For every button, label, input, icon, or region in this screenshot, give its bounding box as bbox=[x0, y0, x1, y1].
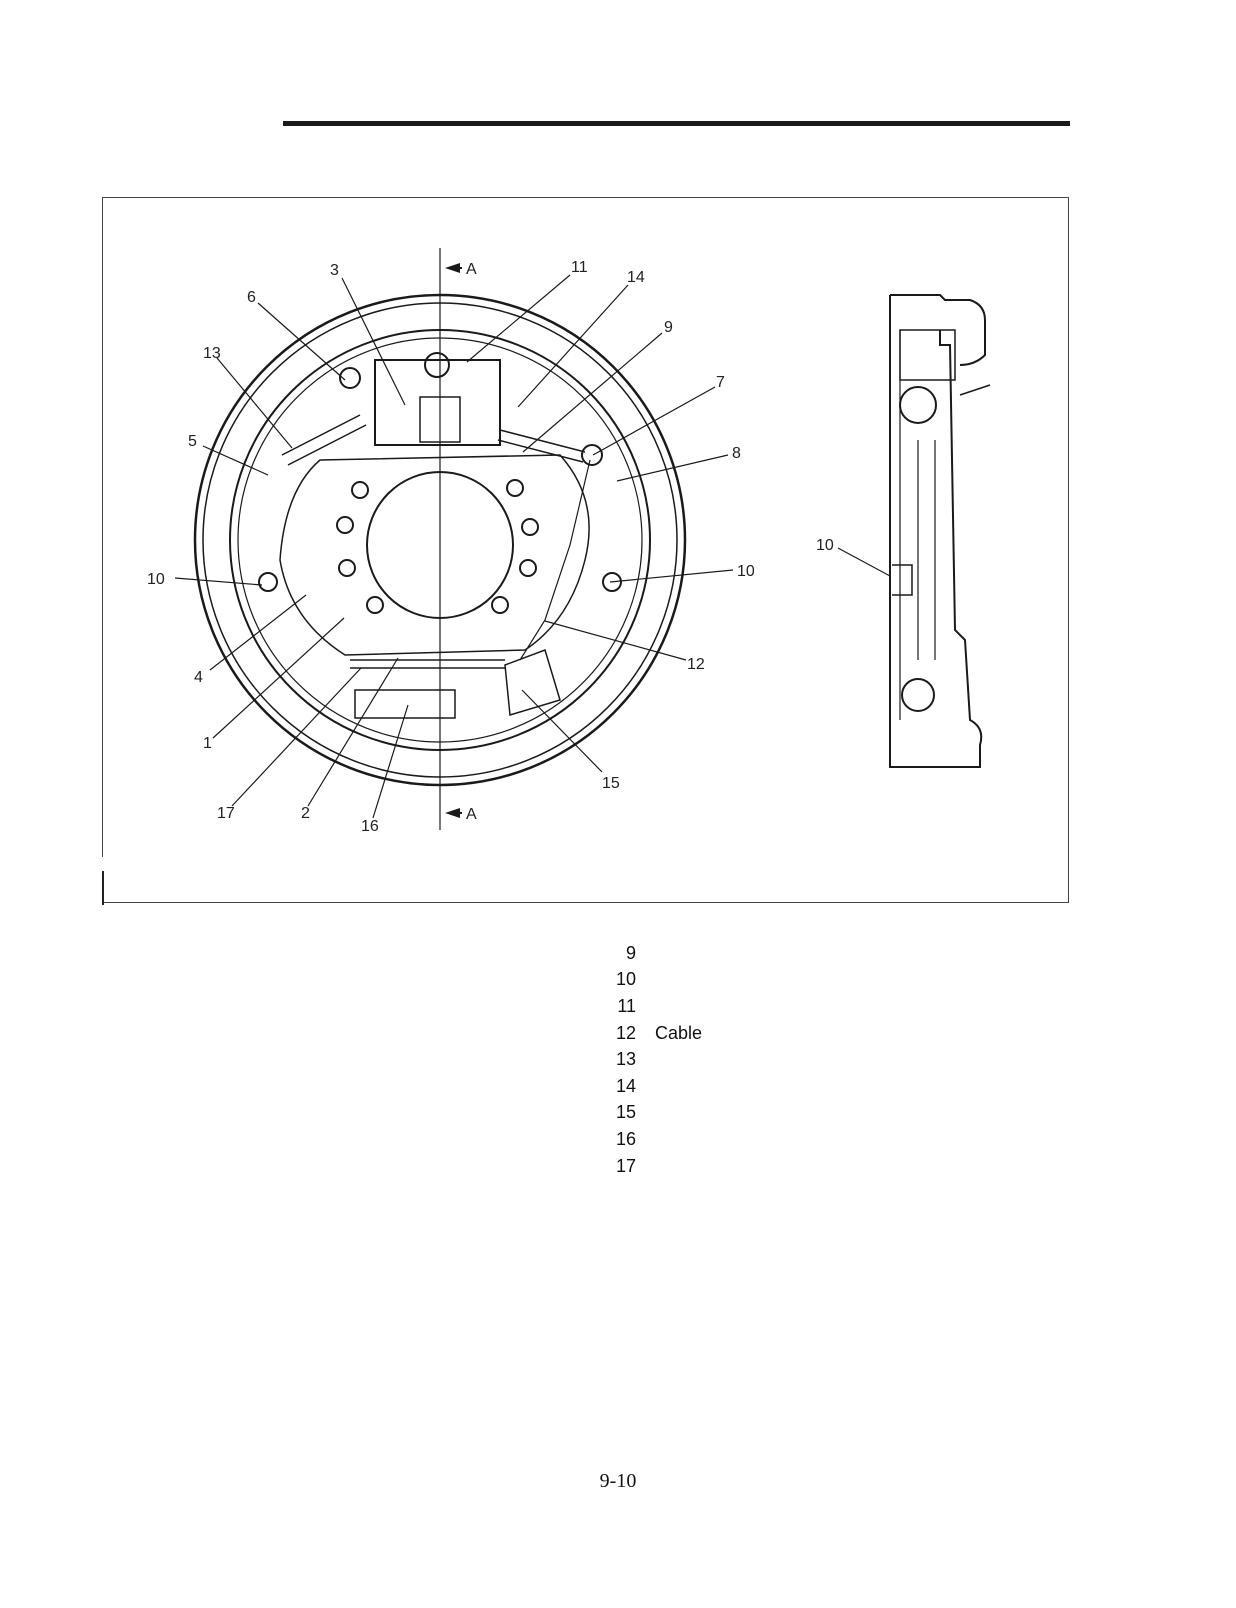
anchor-pivot bbox=[339, 367, 361, 389]
return-spring-lower bbox=[350, 659, 505, 669]
callout-4: 4 bbox=[194, 669, 203, 686]
legend-row: 9 bbox=[600, 940, 1000, 967]
callout-15: 15 bbox=[602, 775, 620, 792]
legend-row: 10 bbox=[600, 967, 1000, 994]
callout-2: 2 bbox=[301, 805, 310, 822]
figure-frame-left-edge-lower bbox=[102, 871, 104, 905]
side-drum-profile bbox=[889, 295, 983, 768]
parking-cable bbox=[519, 459, 591, 661]
legend-row: 15 bbox=[600, 1100, 1000, 1127]
callout-14: 14 bbox=[627, 269, 645, 286]
bolt-hole bbox=[351, 481, 369, 499]
side-adjuster bbox=[901, 678, 935, 712]
legend-number: 13 bbox=[615, 1049, 636, 1070]
legend-number: 11 bbox=[617, 995, 636, 1016]
callout-6: 6 bbox=[247, 289, 256, 306]
legend-row: 14 bbox=[600, 1073, 1000, 1100]
backing-plate bbox=[279, 454, 590, 656]
front-view bbox=[193, 248, 687, 830]
adjusting-lever bbox=[497, 429, 586, 463]
legend-row: 12 Cable bbox=[600, 1020, 1000, 1047]
header-rule bbox=[283, 121, 1070, 126]
callout-11: 11 bbox=[571, 259, 588, 276]
bolt-hole bbox=[336, 516, 354, 534]
callout-1: 1 bbox=[203, 735, 212, 752]
page-number: 9-10 bbox=[599, 1470, 637, 1492]
bolt-hole bbox=[491, 596, 509, 614]
adjuster-strut bbox=[354, 689, 456, 719]
callout-10-side: 10 bbox=[816, 537, 834, 554]
leader-lines bbox=[174, 274, 891, 819]
callout-10-left: 10 bbox=[147, 571, 165, 588]
callout-8: 8 bbox=[732, 445, 741, 462]
hold-down-pin-right bbox=[602, 572, 622, 592]
legend-row: 17 bbox=[600, 1153, 1000, 1180]
bolt-hole bbox=[519, 559, 537, 577]
legend-number: 12 bbox=[615, 1022, 636, 1043]
legend-row: 16 bbox=[600, 1126, 1000, 1153]
legend-description: Cable bbox=[655, 1022, 703, 1043]
bolt-hole bbox=[338, 559, 356, 577]
bolt-hole bbox=[506, 479, 524, 497]
hold-down-pin-left bbox=[258, 572, 278, 592]
side-bleeder-screw bbox=[959, 384, 991, 396]
legend-number: 14 bbox=[615, 1075, 636, 1096]
parts-legend: 9 10 11 12 Cable 13 14 15 16 17 bbox=[600, 940, 1000, 1179]
anchor-pin bbox=[424, 352, 450, 378]
bolt-hole bbox=[521, 518, 539, 536]
side-hold-down-spring bbox=[892, 564, 913, 596]
side-drum-top bbox=[890, 294, 986, 366]
figure-frame-left-edge bbox=[102, 197, 103, 857]
wheel-cylinder bbox=[374, 359, 501, 446]
side-view-section-a bbox=[889, 294, 991, 768]
side-bleeder-housing bbox=[899, 329, 956, 381]
callout-labels: 3 6 13 5 10 4 1 17 2 16 A A 11 14 9 7 8 … bbox=[147, 259, 834, 835]
legend-row: 13 bbox=[600, 1046, 1000, 1073]
callout-12: 12 bbox=[687, 656, 705, 673]
callout-7: 7 bbox=[716, 374, 725, 391]
legend-number: 9 bbox=[625, 942, 636, 963]
callout-13: 13 bbox=[203, 345, 221, 362]
section-marker-top: A bbox=[466, 261, 477, 278]
callout-5: 5 bbox=[188, 433, 197, 450]
return-spring-upper bbox=[281, 414, 367, 466]
callout-9: 9 bbox=[664, 319, 673, 336]
callout-10-right: 10 bbox=[737, 563, 755, 580]
legend-row: 11 bbox=[600, 993, 1000, 1020]
callout-3: 3 bbox=[330, 262, 339, 279]
callout-17: 17 bbox=[217, 805, 235, 822]
bolt-hole bbox=[366, 596, 384, 614]
figure-frame bbox=[102, 197, 1069, 903]
legend-number: 10 bbox=[615, 969, 636, 990]
callout-16: 16 bbox=[361, 818, 379, 835]
legend-number: 15 bbox=[615, 1102, 636, 1123]
adjuster-pivot bbox=[581, 444, 603, 466]
parking-lever bbox=[504, 649, 561, 716]
legend-number: 17 bbox=[615, 1155, 636, 1176]
legend-number: 16 bbox=[615, 1128, 636, 1149]
section-marker-bottom: A bbox=[466, 806, 477, 823]
side-wheel-cylinder bbox=[899, 386, 937, 424]
